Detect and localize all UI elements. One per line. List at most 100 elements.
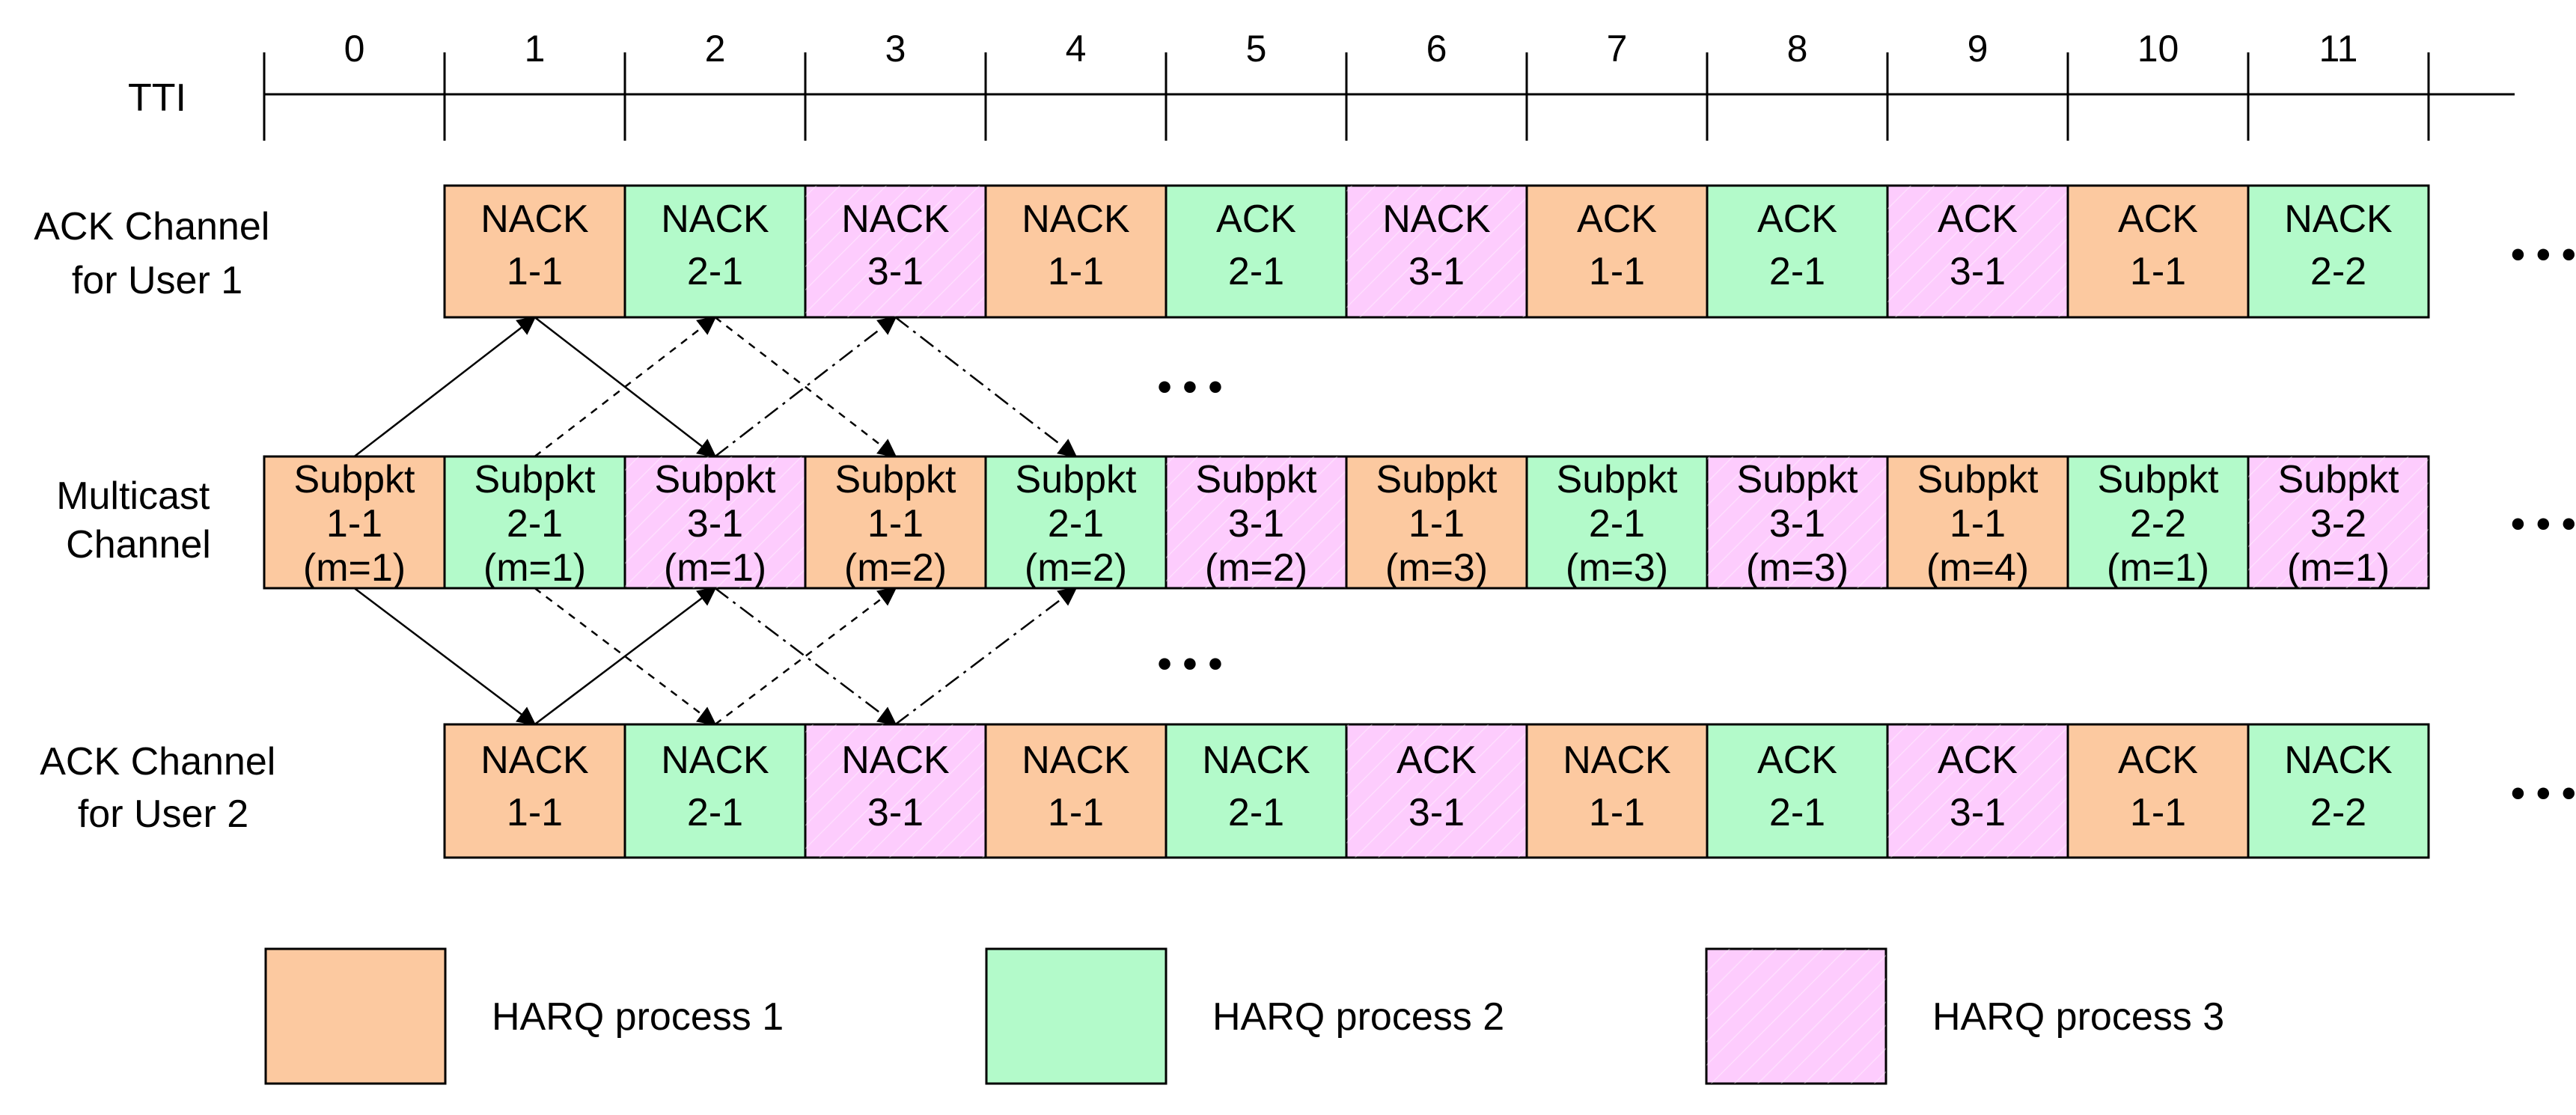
cell-hatch	[805, 724, 986, 858]
cell-text: NACK	[661, 198, 769, 241]
cell-text: 3-1	[1950, 791, 2006, 834]
cell-text: ACK	[1938, 739, 2018, 782]
cell-text: (m=1)	[664, 546, 766, 590]
cell-background	[443, 455, 626, 590]
cell-text: Subpkt	[474, 458, 596, 501]
cell-text: 1-1	[1589, 791, 1645, 834]
cell-background	[2247, 184, 2430, 319]
tti-number: 0	[344, 28, 365, 70]
multicast-label: Multicast Channel	[56, 474, 221, 566]
feedback-arrow	[534, 587, 717, 725]
cell-text: NACK	[2284, 198, 2393, 241]
tti-number: 5	[1246, 28, 1267, 70]
ack1-ellipsis: • • •	[2511, 232, 2576, 277]
cell-text: Subpkt	[655, 458, 776, 501]
cell-background	[1706, 184, 1889, 319]
cell-background	[1886, 455, 2069, 590]
ack2-cell: ACK 3-1	[1886, 723, 2069, 859]
cell-text: 2-1	[1048, 502, 1104, 546]
cell-text: (m=1)	[2287, 546, 2390, 590]
cell-background	[2066, 184, 2250, 319]
ack-channel-user2-row: NACK1-1NACK2-1NACK3-1NACK1-1NACK2-1ACK3-…	[443, 723, 2430, 859]
cell-text: 2-1	[507, 502, 563, 546]
cell-text: NACK	[841, 198, 950, 241]
tti-ticks	[263, 52, 2430, 141]
cell-hatch	[1166, 456, 1346, 588]
cell-text: 1-1	[507, 250, 563, 293]
feedback-arrow	[714, 587, 897, 725]
feedback-arrow	[714, 317, 897, 458]
legend-label: HARQ process 1	[492, 995, 784, 1039]
cell-text: 2-1	[1589, 502, 1645, 546]
tti-number: 7	[1607, 28, 1628, 70]
ack-channel-user1-row: NACK1-1NACK2-1NACK3-1NACK1-1ACK2-1NACK3-…	[443, 184, 2430, 319]
cell-background	[623, 723, 807, 859]
cell-text: (m=3)	[1566, 546, 1668, 590]
cell-hatch	[1887, 724, 2068, 858]
cell-text: ACK	[1216, 198, 1296, 241]
legend-swatch-hatch	[1706, 949, 1886, 1084]
cell-hatch	[625, 456, 805, 588]
ack1-label-line-1: ACK Channel	[34, 205, 269, 248]
cell-text: 3-1	[1228, 502, 1284, 546]
cell-text: ACK	[1397, 739, 1477, 782]
cell-text: 1-1	[867, 502, 924, 546]
cell-hatch	[2248, 456, 2429, 588]
cell-text: 3-1	[687, 502, 743, 546]
cell-text: 1-1	[1408, 502, 1465, 546]
multicast-label-line-2: Channel	[66, 523, 211, 566]
cell-background	[804, 455, 987, 590]
cell-text: NACK	[480, 198, 589, 241]
cell-background	[1525, 455, 1709, 590]
multicast-channel-row: Subpkt1-1(m=1)Subpkt2-1(m=1)Subpkt3-1(m=…	[263, 455, 2430, 590]
cell-text: (m=1)	[483, 546, 586, 590]
cell-hatch	[1887, 186, 2068, 317]
multicast-label-line-1: Multicast	[56, 474, 210, 518]
cell-hatch	[1346, 724, 1527, 858]
cell-text: ACK	[1757, 198, 1837, 241]
cell-text: 2-1	[1228, 791, 1284, 834]
legend-swatch	[264, 947, 447, 1085]
cell-text: Subpkt	[1376, 458, 1498, 501]
cell-text: ACK	[1757, 739, 1837, 782]
cell-text: 1-1	[507, 791, 563, 834]
cell-text: 3-1	[1408, 250, 1465, 293]
lower-mid-ellipsis: • • •	[1158, 641, 1223, 686]
legend-label: HARQ process 2	[1212, 995, 1504, 1039]
cell-text: 2-1	[1228, 250, 1284, 293]
cell-text: (m=2)	[1205, 546, 1307, 590]
cell-text: ACK	[1577, 198, 1657, 241]
cell-text: NACK	[1022, 739, 1130, 782]
cell-text: 3-1	[1408, 791, 1465, 834]
cell-text: 2-1	[687, 791, 743, 834]
tti-number: 1	[525, 28, 546, 70]
ack1-label: ACK Channel for User 1	[34, 205, 281, 302]
cell-text: 1-1	[1048, 250, 1104, 293]
cell-text: 2-2	[2130, 502, 2186, 546]
legend-item: HARQ process 1	[264, 947, 784, 1085]
feedback-arrow	[534, 587, 717, 726]
upper-mid-ellipsis: • • •	[1158, 364, 1223, 409]
cell-text: (m=1)	[303, 546, 406, 590]
ack2-label: ACK Channel for User 2	[40, 740, 287, 836]
cell-text: NACK	[841, 739, 950, 782]
feedback-arrow	[534, 316, 717, 457]
